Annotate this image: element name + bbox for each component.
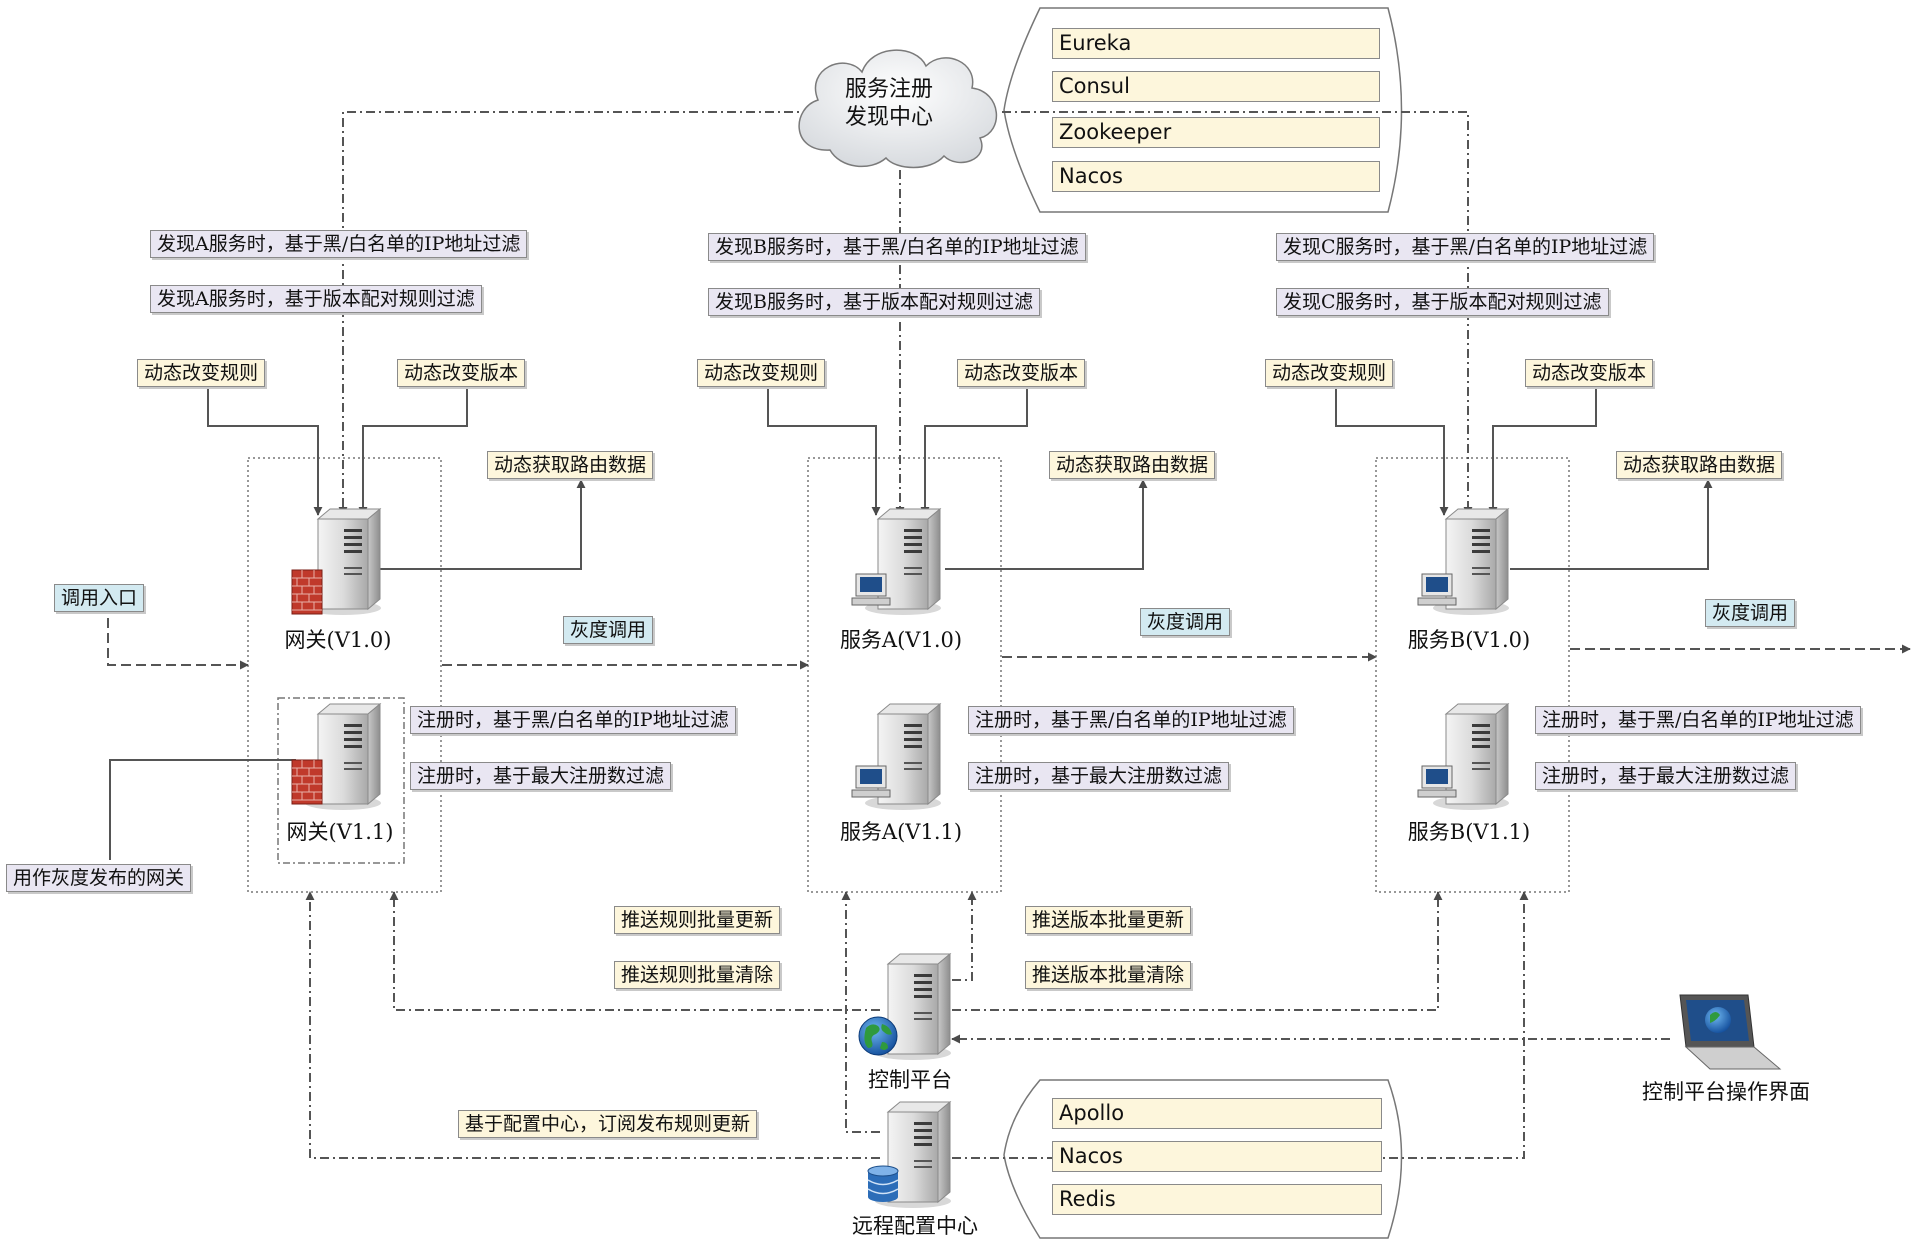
service-b-dynamic-version-label: 动态改变版本	[1525, 359, 1654, 387]
discover-line-service-b	[1002, 111, 1473, 516]
laptop-icon	[1679, 994, 1782, 1070]
gateway-dynamic-rule-label: 动态改变规则	[137, 359, 266, 387]
push-version-update-label: 推送版本批量更新	[1025, 906, 1192, 934]
control-ui-caption: 控制平台操作界面	[1642, 1080, 1810, 1104]
service-a-route-data-label: 动态获取路由数据	[1049, 451, 1216, 479]
service-a-v11-computer-icon	[851, 765, 891, 798]
globe-icon	[858, 1016, 898, 1056]
service-b-register-max-label: 注册时，基于最大注册数过滤	[1535, 762, 1797, 790]
service-b-v11-caption: 服务B(V1.1)	[1407, 820, 1531, 844]
version-line-service-a	[920, 388, 1028, 516]
service-a-v10-caption: 服务A(V1.0)	[839, 628, 963, 652]
push-version-clear-label: 推送版本批量清除	[1025, 961, 1192, 989]
gateway-v11-firewall-icon	[291, 759, 323, 805]
service-b-discover-version-label: 发现C服务时，基于版本配对规则过滤	[1276, 288, 1609, 316]
route-line-service-b	[1510, 479, 1713, 570]
rule-line-service-a	[767, 388, 881, 516]
service-a-register-max-label: 注册时，基于最大注册数过滤	[968, 762, 1230, 790]
registry-title-line1: 服务注册	[844, 77, 933, 102]
gray-call-label-1: 灰度调用	[563, 616, 654, 644]
subscribe-config-label: 基于配置中心，订阅发布规则更新	[458, 1110, 758, 1138]
service-b-dynamic-rule-label: 动态改变规则	[1265, 359, 1394, 387]
gray-gateway-label: 用作灰度发布的网关	[6, 864, 192, 892]
rule-line-gateway	[207, 388, 323, 516]
gateway-register-blacklist-label: 注册时，基于黑/白名单的IP地址过滤	[410, 706, 736, 734]
control-platform-caption: 控制平台	[868, 1068, 952, 1092]
rule-line-service-b	[1335, 388, 1449, 516]
push-line-service-b	[952, 891, 1443, 1011]
gateway-group-box	[247, 457, 442, 893]
gateway-v10-firewall-icon	[291, 569, 323, 615]
service-b-v10-computer-icon	[1417, 573, 1457, 606]
gateway-v11-caption: 网关(V1.1)	[286, 820, 394, 844]
config-item-nacos: Nacos	[1052, 1141, 1382, 1172]
entry-call-line	[107, 618, 249, 670]
service-a-group-box	[807, 457, 1002, 893]
registry-item-consul: Consul	[1052, 71, 1380, 102]
registry-item-eureka: Eureka	[1052, 28, 1380, 59]
registry-bracket	[1003, 7, 1403, 213]
service-b-group-box	[1375, 457, 1570, 893]
service-a-register-blacklist-label: 注册时，基于黑/白名单的IP地址过滤	[968, 706, 1294, 734]
service-b-register-blacklist-label: 注册时，基于黑/白名单的IP地址过滤	[1535, 706, 1861, 734]
entry-label: 调用入口	[54, 584, 145, 612]
registry-item-nacos: Nacos	[1052, 161, 1380, 192]
gray-gateway-box	[277, 697, 405, 864]
route-line-gateway	[380, 479, 586, 570]
route-line-service-a	[945, 479, 1148, 570]
config-item-redis: Redis	[1052, 1184, 1382, 1215]
gray-call-label-2: 灰度调用	[1140, 608, 1231, 636]
gateway-discover-version-label: 发现A服务时，基于版本配对规则过滤	[150, 285, 482, 313]
service-b-v11-computer-icon	[1417, 765, 1457, 798]
gray-gateway-pointer	[109, 759, 296, 860]
gateway-register-max-label: 注册时，基于最大注册数过滤	[410, 762, 672, 790]
gray-call-label-3: 灰度调用	[1705, 599, 1796, 627]
config-line-gateway	[305, 891, 880, 1159]
push-rule-clear-label: 推送规则批量清除	[614, 961, 781, 989]
service-b-discover-blacklist-label: 发现C服务时，基于黑/白名单的IP地址过滤	[1276, 233, 1655, 261]
service-a-v10-computer-icon	[851, 573, 891, 606]
registry-item-zookeeper: Zookeeper	[1052, 117, 1380, 148]
config-line-service-a	[841, 891, 880, 1133]
service-a-dynamic-rule-label: 动态改变规则	[697, 359, 826, 387]
version-line-gateway	[358, 388, 468, 516]
version-line-service-b	[1488, 388, 1597, 516]
service-b-v10-caption: 服务B(V1.0)	[1407, 628, 1531, 652]
config-bracket	[1003, 1079, 1403, 1239]
registry-title-line2: 发现中心	[844, 105, 933, 130]
gateway-dynamic-version-label: 动态改变版本	[397, 359, 526, 387]
push-line-gateway	[389, 891, 880, 1011]
discover-line-gateway	[338, 111, 812, 516]
push-rule-update-label: 推送规则批量更新	[614, 906, 781, 934]
cloud-icon	[798, 49, 997, 169]
service-a-discover-blacklist-label: 发现B服务时，基于黑/白名单的IP地址过滤	[708, 233, 1086, 261]
registry-title: 服务注册 发现中心	[826, 76, 952, 132]
service-a-discover-version-label: 发现B服务时，基于版本配对规则过滤	[708, 288, 1040, 316]
service-a-dynamic-version-label: 动态改变版本	[957, 359, 1086, 387]
gateway-discover-blacklist-label: 发现A服务时，基于黑/白名单的IP地址过滤	[150, 230, 528, 258]
gateway-v10-caption: 网关(V1.0)	[284, 628, 392, 652]
config-item-apollo: Apollo	[1052, 1098, 1382, 1129]
service-a-v11-caption: 服务A(V1.1)	[839, 820, 963, 844]
push-line-service-a	[952, 891, 977, 981]
config-center-caption: 远程配置中心	[852, 1214, 978, 1238]
service-b-route-data-label: 动态获取路由数据	[1616, 451, 1783, 479]
database-icon	[867, 1165, 899, 1203]
gateway-route-data-label: 动态获取路由数据	[487, 451, 654, 479]
